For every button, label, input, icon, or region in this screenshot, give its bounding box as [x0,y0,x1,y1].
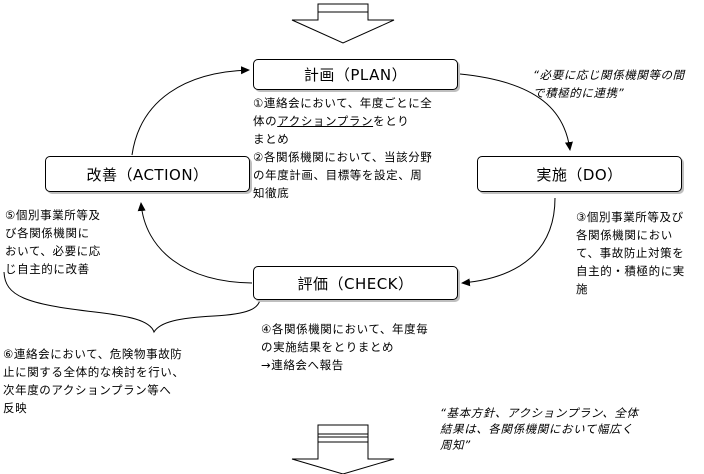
action-box: 改善（ACTION） [45,156,250,192]
do-note-3: ③個別事業所等及び 各関係機関におい て、事故防止対策を 自主的・積極的に実 施 [576,210,685,296]
bracket-brace [3,271,261,334]
coordination-note: “必要に応じ関係機関等の間 で積極的に連携” [533,68,685,100]
bottom-block-arrow [291,424,395,474]
plan-note-1: ①連絡会において、年度ごとに全 体のアクションプランをとり まとめ [253,96,433,146]
do-box: 実施（DO） [477,156,682,192]
arrow-plan-to-do [459,73,573,151]
top-block-arrow [291,3,395,44]
publicize-note: “基本方針、アクションプラン、全体 結果は、各関係機関において幅広く 周知” [440,406,639,452]
arrow-check-to-action [137,202,253,284]
check-note-4: ④各関係機関において、年度毎 の実施結果をとりまとめ →連絡会へ報告 [261,322,429,372]
arrow-action-to-plan [131,66,250,156]
plan-box: 計画（PLAN） [253,59,458,90]
action-note-5: ⑤個別事業所等及 び各関係機関に おいて、必要に応 じ自主的に改善 [5,208,101,276]
annual-note-6: ⑥連絡会において、危険物事故防 止に関する全体的な検討を行い、 次年度のアクショ… [3,347,185,415]
arrow-do-to-check [461,197,556,287]
check-box: 評価（CHECK） [253,266,458,300]
action-plan-underlined: アクションプラン [277,114,374,128]
plan-note-2: ②各関係機関において、当該分野 の年度計画、目標等を設定、周 知徹底 [253,150,433,200]
